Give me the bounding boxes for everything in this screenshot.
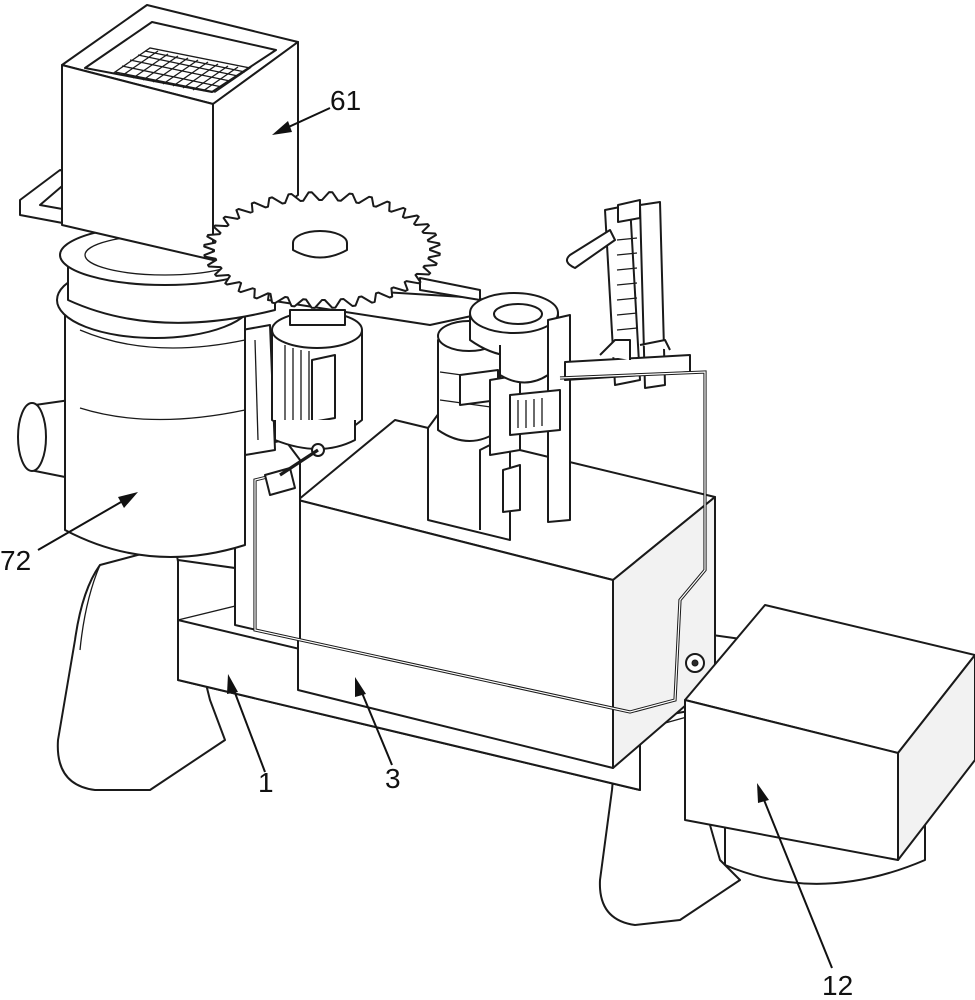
gear [203,191,441,309]
hopper [61,4,299,261]
label-frame: 1 [258,767,274,798]
callout-1: 1 [227,674,274,798]
label-box: 3 [385,763,401,794]
callout-72: 72 [0,492,138,576]
label-hopper: 61 [330,85,361,116]
label-motor-box: 12 [822,970,853,1000]
callout-12: 12 [757,783,853,1000]
pulley [469,292,559,384]
left-motor [271,309,363,450]
label-tank: 72 [0,545,31,576]
tank [17,224,276,558]
callout-3: 3 [355,677,401,794]
motor-box [684,604,975,885]
callout-61: 61 [272,85,361,135]
mesh-screen [113,47,252,93]
wiring [253,370,707,714]
